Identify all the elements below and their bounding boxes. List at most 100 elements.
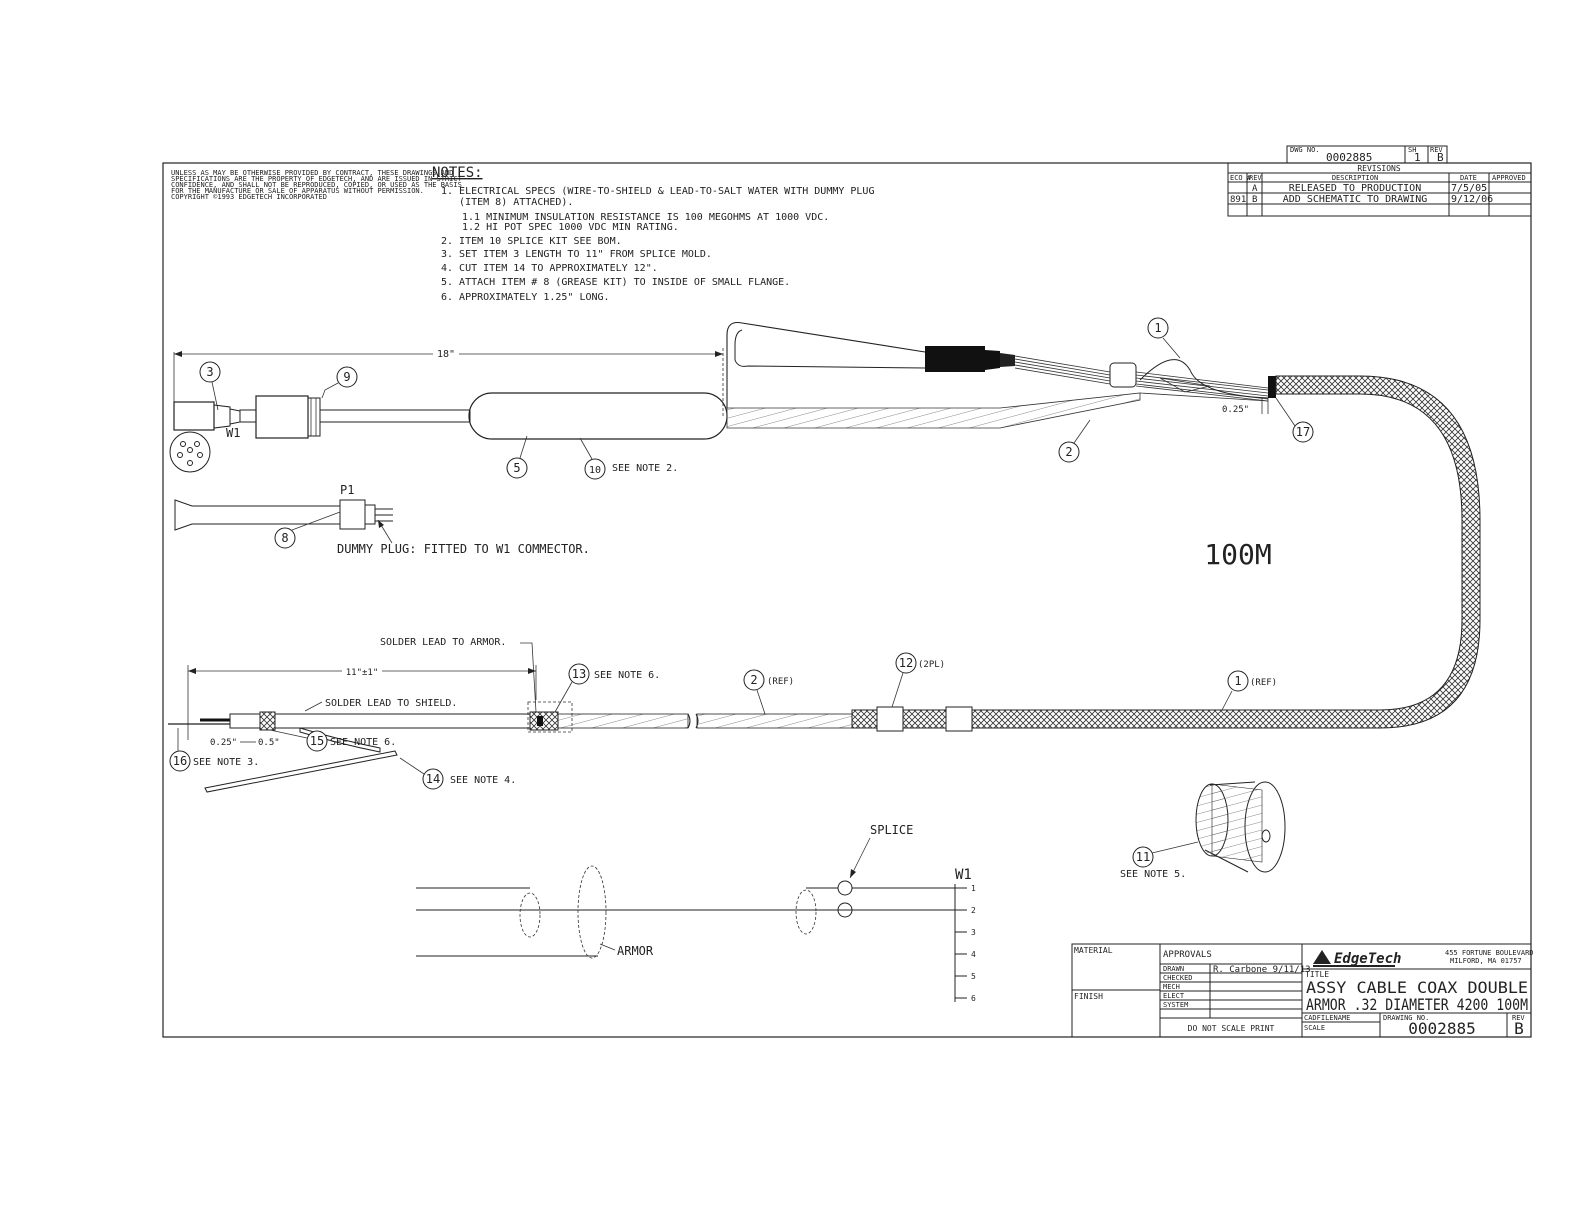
balloon-3: 3 xyxy=(206,365,213,379)
drawing-title-line-2: ARMOR .32 DIAMETER 4200 100M xyxy=(1306,995,1528,1014)
rev-col-approved: APPROVED xyxy=(1492,174,1526,182)
approval-drawn: DRAWN xyxy=(1163,965,1184,973)
proprietary-line: COPYRIGHT ©1993 EDGETECH INCORPORATED xyxy=(171,193,327,201)
note-line: 5. ATTACH ITEM # 8 (GREASE KIT) TO INSID… xyxy=(441,277,790,288)
balloon-17: 17 xyxy=(1296,425,1310,439)
balloon-13: 13 xyxy=(572,667,586,681)
rev-col-eco: ECO # xyxy=(1230,174,1252,182)
see-note-4: SEE NOTE 4. xyxy=(450,775,516,786)
rev-label: REV xyxy=(1430,146,1443,154)
rev-row-2-description: ADD SCHEMATIC TO DRAWING xyxy=(1283,194,1428,205)
balloon-2-upper: 2 xyxy=(1065,445,1072,459)
balloon-2-lower: 2 xyxy=(750,673,757,687)
cable-spool: 11 SEE NOTE 5. xyxy=(1120,781,1286,880)
ref-b: (REF) xyxy=(1250,678,1277,688)
note-line: (ITEM 8) ATTACHED). xyxy=(441,197,573,208)
pin-3: 3 xyxy=(971,928,976,937)
dim-18: 18" xyxy=(437,349,455,360)
sheet-label: SH xyxy=(1408,146,1416,154)
dim-05: 0.5" xyxy=(258,738,280,748)
scale-label: SCALE xyxy=(1304,1024,1325,1032)
rev-row-2-rev: B xyxy=(1252,195,1257,205)
edgetech-logo-icon xyxy=(1313,950,1331,964)
rev-row-1-description: RELEASED TO PRODUCTION xyxy=(1289,183,1421,194)
balloon-1-upper: 1 xyxy=(1154,321,1161,335)
balloon-9: 9 xyxy=(343,370,350,384)
balloon-8: 8 xyxy=(281,531,288,545)
solder-lead-armor: SOLDER LEAD TO ARMOR. xyxy=(380,637,506,648)
pin-ticks xyxy=(955,887,967,999)
approvals-label: APPROVALS xyxy=(1163,950,1212,960)
see-note-5: SEE NOTE 5. xyxy=(1120,869,1186,880)
label-w1: W1 xyxy=(226,426,240,440)
approval-system: SYSTEM xyxy=(1163,1001,1188,1009)
revisions-table: REVISIONS ECO # REV DESCRIPTION DATE APP… xyxy=(1227,162,1532,217)
length-100m: 100M xyxy=(1204,538,1271,571)
see-note-6-b: SEE NOTE 6. xyxy=(330,737,396,748)
see-note-6-a: SEE NOTE 6. xyxy=(594,670,660,681)
lower-cable-assembly: SOLDER LEAD TO ARMOR. 11"±1" SOLDER LEAD… xyxy=(168,637,1277,793)
ref-a: (REF) xyxy=(767,677,794,687)
notes-title: NOTES: xyxy=(432,165,483,181)
drawing-border xyxy=(162,162,1532,1038)
rev-row-1-date: 7/5/05 xyxy=(1451,183,1487,194)
sheet-value: 1 xyxy=(1414,151,1421,164)
rev-row-2-date: 9/12/06 xyxy=(1451,194,1493,205)
balloon-10: 10 xyxy=(589,465,601,476)
dim-025-upper: 0.25" xyxy=(1222,405,1249,415)
note-line: 2. ITEM 10 SPLICE KIT SEE BOM. xyxy=(441,236,622,247)
see-note-2: SEE NOTE 2. xyxy=(612,463,678,474)
note-line: 1.2 HI POT SPEC 1000 VDC MIN RATING. xyxy=(462,222,679,233)
wiring-schematic: ARMOR SPLICE W1 1 2 3 4 5 6 xyxy=(416,823,976,1003)
approval-mech: MECH xyxy=(1163,983,1180,991)
notes-block: NOTES: 1. ELECTRICAL SPECS (WIRE-TO-SHIE… xyxy=(432,165,874,303)
pin-6: 6 xyxy=(971,994,976,1003)
two-pl: (2PL) xyxy=(918,660,945,670)
proprietary-line: FOR THE MANUFACTURE OR SALE OF APPARATUS… xyxy=(171,187,424,195)
pin-2: 2 xyxy=(971,906,976,915)
balloon-5: 5 xyxy=(513,461,520,475)
proprietary-notice: UNLESS AS MAY BE OTHERWISE PROVIDED BY C… xyxy=(171,169,463,201)
rev-row-1-rev: A xyxy=(1252,184,1258,194)
rev-block-label: REV xyxy=(1512,1014,1525,1022)
balloon-1-lower: 1 xyxy=(1234,674,1241,688)
revisions-title: REVISIONS xyxy=(1357,164,1401,173)
drawing-title-line-1: ASSY CABLE COAX DOUBLE xyxy=(1306,978,1528,997)
balloon-11: 11 xyxy=(1136,850,1150,864)
title-block: MATERIAL FINISH APPROVALS DRAWN R. Carbo… xyxy=(1071,943,1534,1038)
see-note-3: SEE NOTE 3. xyxy=(193,757,259,768)
note-line: 1. ELECTRICAL SPECS (WIRE-TO-SHIELD & LE… xyxy=(441,186,874,197)
proprietary-line: CONFIDENCE, AND SHALL NOT BE REPRODUCED,… xyxy=(171,181,462,189)
finish-label: FINISH xyxy=(1074,992,1103,1001)
proprietary-line: SPECIFICATIONS ARE THE PROPERTY OF EDGET… xyxy=(171,175,463,183)
note-line: 1.1 MINIMUM INSULATION RESISTANCE IS 100… xyxy=(462,212,829,223)
rev-value: B xyxy=(1437,151,1444,164)
pin-1: 1 xyxy=(971,884,976,893)
approval-drawn-name: R. Carbone 9/11/13 xyxy=(1213,965,1311,975)
splice-label: SPLICE xyxy=(870,823,913,837)
rev-col-description: DESCRIPTION xyxy=(1332,174,1378,182)
balloon-16: 16 xyxy=(173,754,187,768)
address-2: MILFORD, MA 01757 xyxy=(1450,957,1522,965)
cadfile-label: CADFILENAME xyxy=(1304,1014,1350,1022)
approval-elect: ELECT xyxy=(1163,992,1185,1000)
dim-11: 11"±1" xyxy=(346,668,379,678)
rev-col-rev: REV xyxy=(1249,174,1262,182)
solder-lead-shield: SOLDER LEAD TO SHIELD. xyxy=(325,698,457,709)
address-1: 455 FORTUNE BOULEVARD xyxy=(1445,949,1534,957)
note-line: 6. APPROXIMATELY 1.25" LONG. xyxy=(441,292,610,303)
label-p1: P1 xyxy=(340,483,354,497)
balloon-14: 14 xyxy=(426,772,440,786)
note-line: 4. CUT ITEM 14 TO APPROXIMATELY 12". xyxy=(441,263,658,274)
pin-5: 5 xyxy=(971,972,976,981)
do-not-scale: DO NOT SCALE PRINT xyxy=(1188,1024,1275,1033)
dummy-plug: P1 8 DUMMY PLUG: FITTED TO W1 COMMECTOR. xyxy=(174,483,590,556)
dwg-no-value: 0002885 xyxy=(1326,151,1372,164)
balloon-15: 15 xyxy=(310,734,324,748)
drawing-number: 0002885 xyxy=(1408,1019,1475,1038)
dwg-number-block: DWG NO. 0002885 SH 1 REV B xyxy=(1286,145,1448,164)
approval-checked: CHECKED xyxy=(1163,974,1193,982)
proprietary-line: UNLESS AS MAY BE OTHERWISE PROVIDED BY C… xyxy=(171,169,453,177)
dwg-no-label: DWG NO. xyxy=(1290,146,1320,154)
